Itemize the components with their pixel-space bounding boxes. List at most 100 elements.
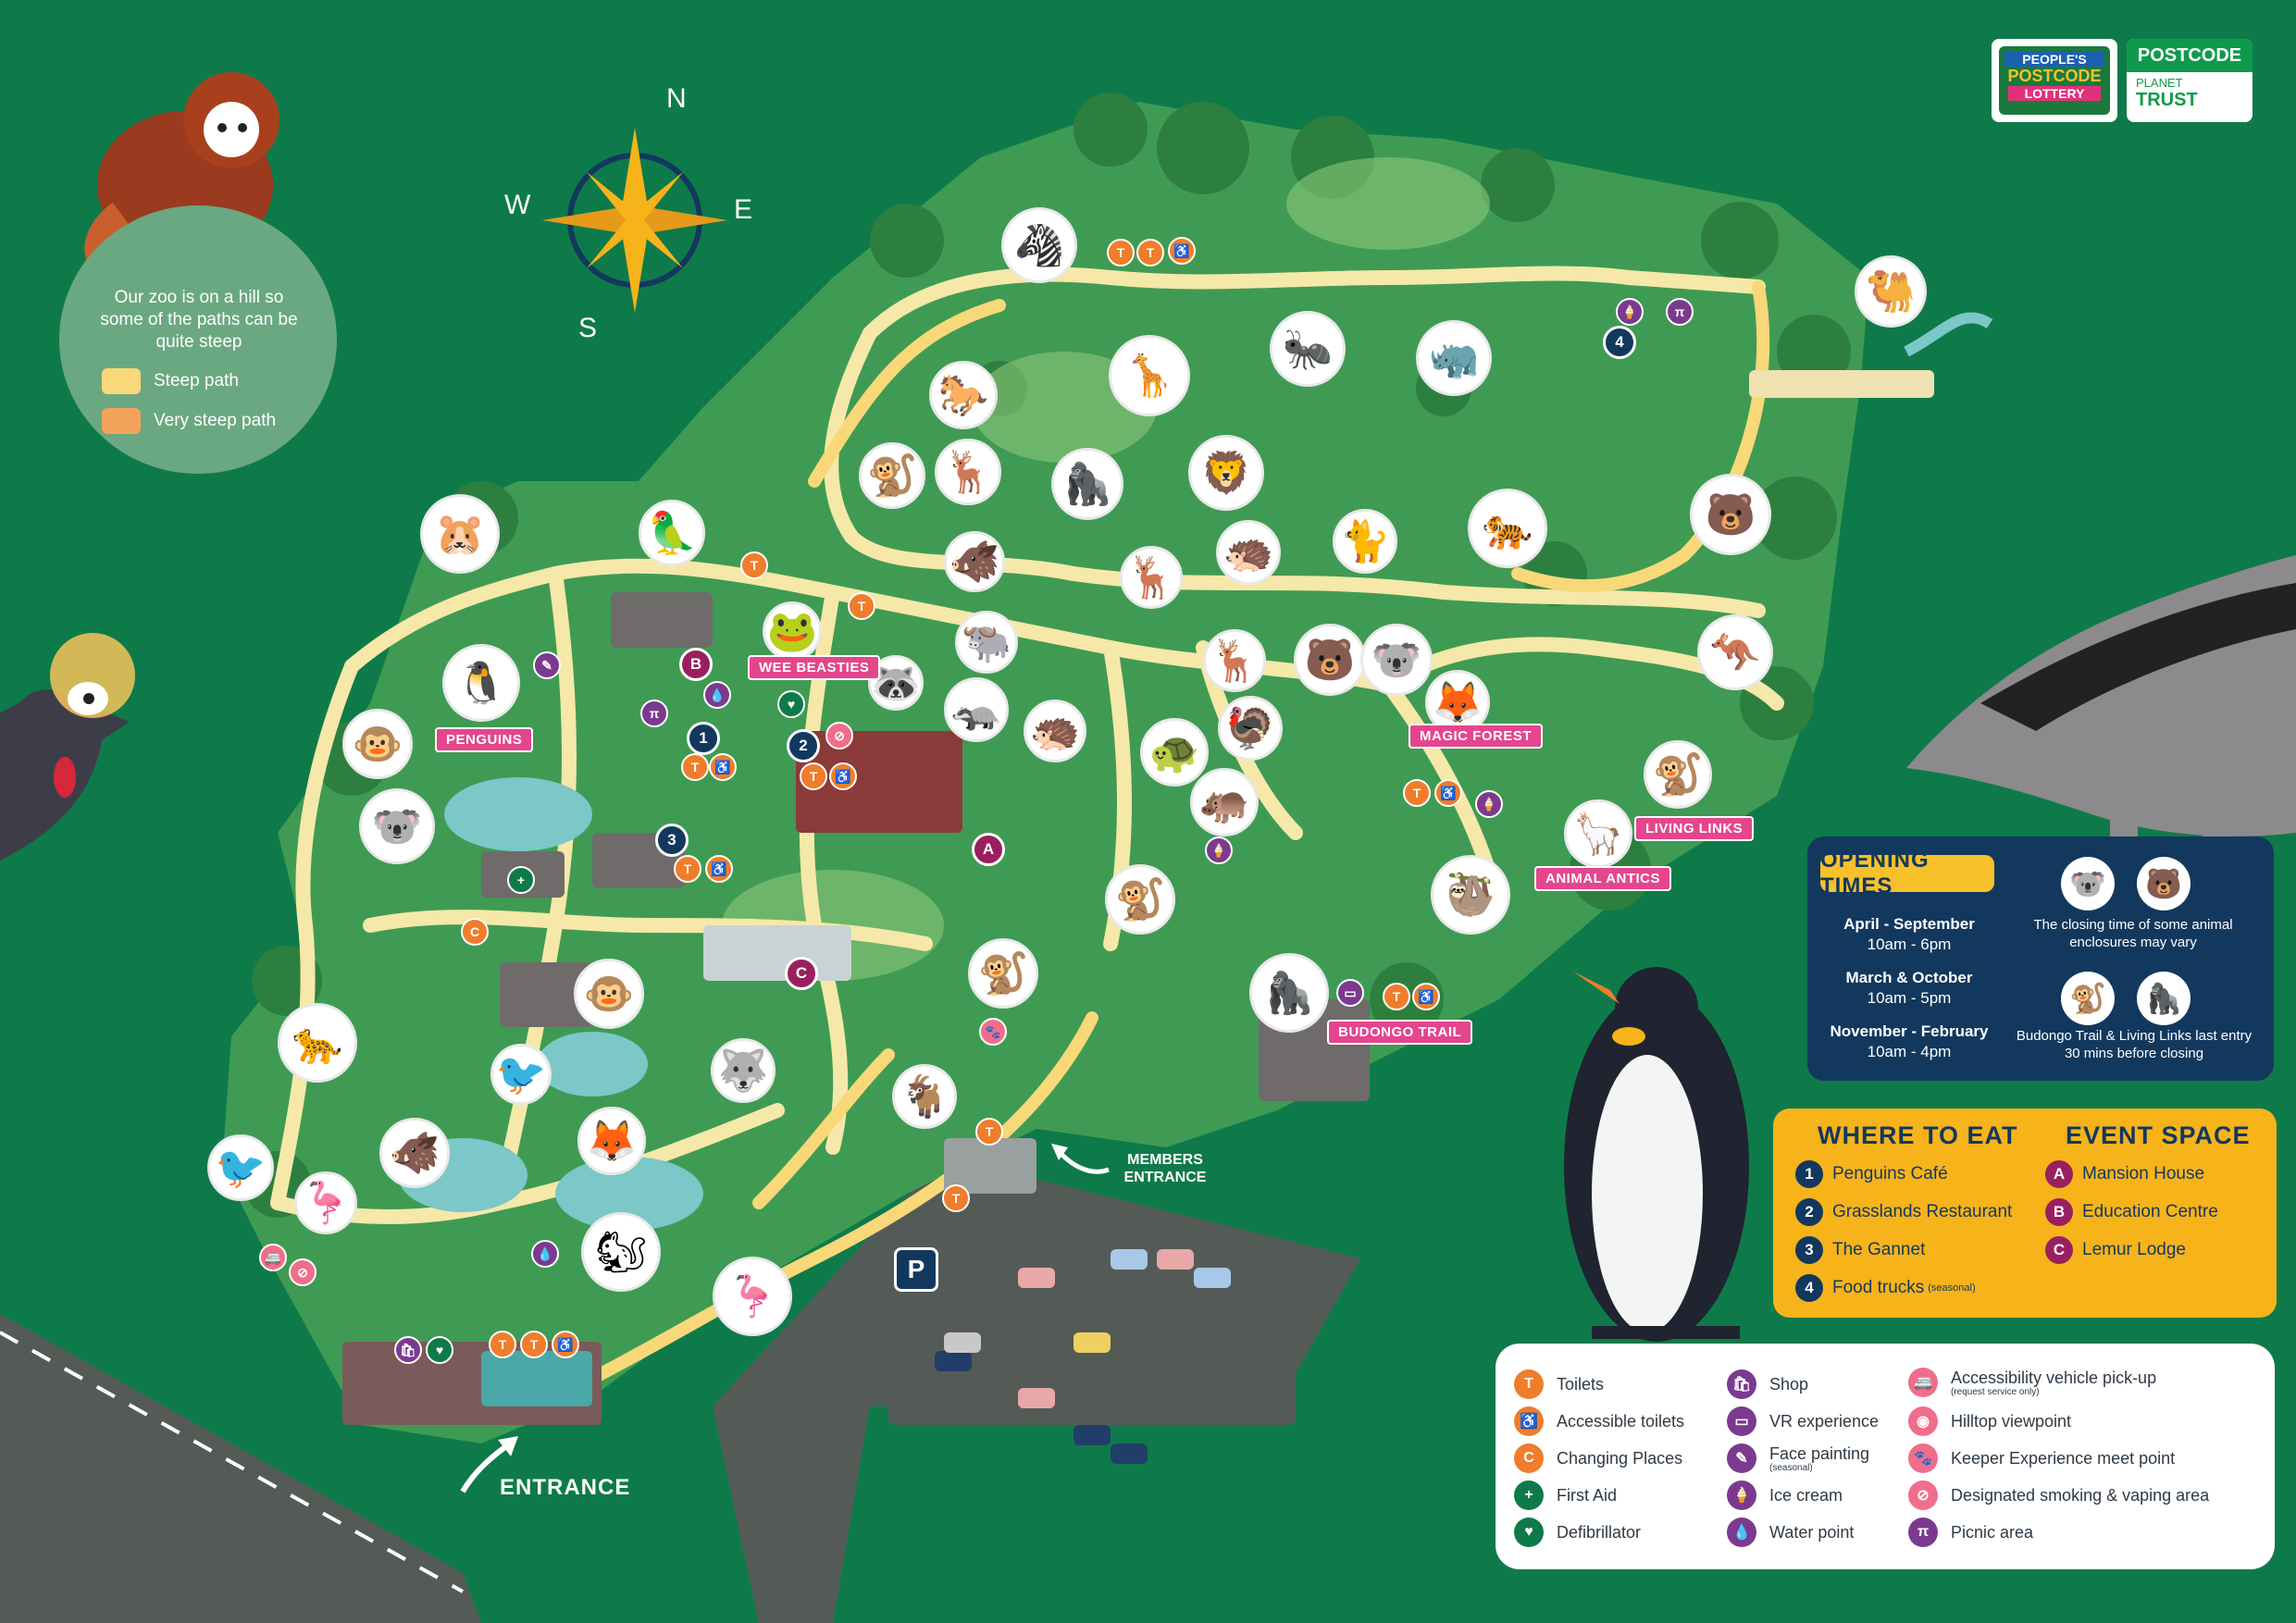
koala-icon: 🐨 xyxy=(2061,857,2115,911)
opening-times-title: OPENING TIMES xyxy=(1820,848,1994,898)
map-accessible-toilet-icon: ♿ xyxy=(1434,779,1462,807)
crowned-crane-illustration xyxy=(0,633,135,861)
compass-rose xyxy=(542,128,727,313)
compass-south: S xyxy=(578,313,598,343)
map-vehicle-pickup-icon: 🚐 xyxy=(259,1244,287,1271)
map-shop-icon: 🛍 xyxy=(394,1336,422,1364)
parking-sign: P xyxy=(894,1247,938,1292)
map-accessible-toilet-icon: ♿ xyxy=(1168,237,1196,265)
map-accessible-toilet-icon: ♿ xyxy=(552,1331,579,1358)
key-vr-experience: ▭ VR experience xyxy=(1727,1406,1879,1436)
event-item-b: B Education Centre xyxy=(2045,1198,2218,1226)
gibbon-marker: 🐒 xyxy=(1105,864,1175,935)
compass-north: N xyxy=(666,83,687,114)
key-picnic-area: π Picnic area xyxy=(1908,1518,2033,1547)
flamingo-2-marker: 🦩 xyxy=(713,1257,792,1336)
postcode-planet-trust-logo: POSTCODE PLANET TRUST xyxy=(2127,39,2253,122)
bongo-marker: 🦌 xyxy=(1203,629,1266,692)
event-space-heading: EVENT SPACE xyxy=(2066,1121,2251,1149)
goat-marker: 🐐 xyxy=(892,1064,957,1129)
facilities-key-panel: T Toilets ♿ Accessible toilets C Changin… xyxy=(1496,1344,2275,1569)
monkey-marker: 🐒 xyxy=(1644,740,1712,809)
eat-badge-1: 1 xyxy=(1795,1160,1823,1188)
event-item-a: A Mansion House xyxy=(2045,1160,2204,1188)
ice-cream-icon: 🍦 xyxy=(1727,1481,1756,1510)
camel-marker: 🐫 xyxy=(1855,255,1927,328)
entrance-arrow xyxy=(460,1436,518,1493)
eat-item-3: 3 The Gannet xyxy=(1795,1236,1925,1264)
eat-item-4: 4 Food trucks (seasonal) xyxy=(1795,1274,1976,1302)
map-changing-places-icon: C xyxy=(461,918,489,946)
map-accessible-toilet-icon: ♿ xyxy=(1412,983,1440,1010)
meerkat-marker: 🐿 xyxy=(581,1212,661,1292)
map-toilets-icon: T xyxy=(942,1184,970,1212)
keeper-paw-icon: 🐾 xyxy=(1908,1443,1938,1473)
event-badge-a: A xyxy=(2045,1160,2073,1188)
map-toilets-icon: T xyxy=(681,753,709,781)
sun-bear-marker: 🐻 xyxy=(1294,624,1366,696)
map-toilets-icon: T xyxy=(1136,239,1164,266)
picnic-icon: π xyxy=(1908,1518,1938,1547)
mandrill-marker: 🐵 xyxy=(574,959,644,1029)
map-smoking-icon: ⊘ xyxy=(289,1258,316,1286)
bear-marker: 🐻 xyxy=(1690,474,1771,555)
map-badge-eat-1: 1 xyxy=(687,722,720,755)
legend-steep-path: Steep path xyxy=(102,368,239,394)
map-face-painting-icon: ✎ xyxy=(533,651,561,679)
map-toilets-icon: T xyxy=(800,762,827,790)
key-keeper-experience: 🐾 Keeper Experience meet point xyxy=(1908,1443,2175,1473)
map-toilets-icon: T xyxy=(1383,983,1410,1010)
map-toilets-icon: T xyxy=(848,592,875,620)
opening-times-panel: OPENING TIMES April - September 10am - 6… xyxy=(1807,836,2274,1081)
key-first-aid: + First Aid xyxy=(1514,1481,1617,1510)
map-toilets-icon: T xyxy=(740,551,768,579)
tortoise-marker: 🐢 xyxy=(1140,718,1209,787)
map-accessible-toilet-icon: ♿ xyxy=(709,753,737,781)
rhino-marker: 🦏 xyxy=(1416,320,1492,396)
face-painting-icon: ✎ xyxy=(1727,1443,1756,1473)
map-ice-cream-icon: 🍦 xyxy=(1475,790,1503,818)
peoples-postcode-lottery-logo: PEOPLE'S POSTCODE LOTTERY xyxy=(1992,39,2117,122)
water-point-icon: 💧 xyxy=(1727,1518,1756,1547)
bison-marker: 🐃 xyxy=(955,611,1018,674)
badger-marker: 🦡 xyxy=(944,677,1009,742)
map-badge-eat-2: 2 xyxy=(787,729,820,762)
zoo-grounds xyxy=(222,102,1869,1443)
label-wee-beasties: WEE BEASTIES xyxy=(748,655,881,680)
key-face-painting: ✎ Face painting(seasonal) xyxy=(1727,1443,1869,1473)
armadillo-marker: 🦔 xyxy=(1024,700,1086,762)
shop-icon: 🛍 xyxy=(1727,1369,1756,1399)
map-badge-event-b: B xyxy=(679,648,713,681)
sloth-marker: 🦥 xyxy=(1431,855,1510,935)
map-badge-event-c: C xyxy=(785,957,818,990)
accessible-toilet-icon: ♿ xyxy=(1514,1406,1544,1436)
label-budongo-trail: BUDONGO TRAIL xyxy=(1327,1020,1473,1045)
penguin-marker: 🐧 xyxy=(442,644,520,722)
changing-places-icon: C xyxy=(1514,1443,1544,1473)
map-picnic-icon: π xyxy=(640,700,668,727)
eat-badge-4: 4 xyxy=(1795,1274,1823,1302)
label-penguins: PENGUINS xyxy=(435,727,534,752)
opening-row-apr-sep: April - September 10am - 6pm xyxy=(1843,915,1975,953)
lynx-marker: 🐈 xyxy=(1333,509,1397,574)
key-ice-cream: 🍦 Ice cream xyxy=(1727,1481,1843,1510)
gorilla-marker: 🦍 xyxy=(1051,448,1123,520)
opening-row-nov-feb: November - February 10am - 4pm xyxy=(1830,1022,1989,1060)
map-toilets-icon: T xyxy=(489,1331,516,1358)
where-to-eat-heading: WHERE TO EAT xyxy=(1818,1121,2018,1149)
cheetah-marker: 🐆 xyxy=(278,1003,357,1083)
label-animal-antics: ANIMAL ANTICS xyxy=(1534,866,1671,891)
map-toilets-icon: T xyxy=(1403,779,1431,807)
map-accessible-toilet-icon: ♿ xyxy=(829,762,857,790)
eat-badge-2: 2 xyxy=(1795,1198,1823,1226)
key-vehicle-pickup: 🚐 Accessibility vehicle pick-up(request … xyxy=(1908,1368,2156,1397)
vr-icon: ▭ xyxy=(1727,1406,1756,1436)
compass-east: E xyxy=(734,194,753,225)
map-toilets-icon: T xyxy=(975,1118,1003,1146)
event-badge-b: B xyxy=(2045,1198,2073,1226)
map-toilets-icon: T xyxy=(674,855,701,883)
cassowary-marker: 🦃 xyxy=(1218,696,1283,761)
koala-2-marker: 🐨 xyxy=(359,788,435,864)
eat-badge-3: 3 xyxy=(1795,1236,1823,1264)
